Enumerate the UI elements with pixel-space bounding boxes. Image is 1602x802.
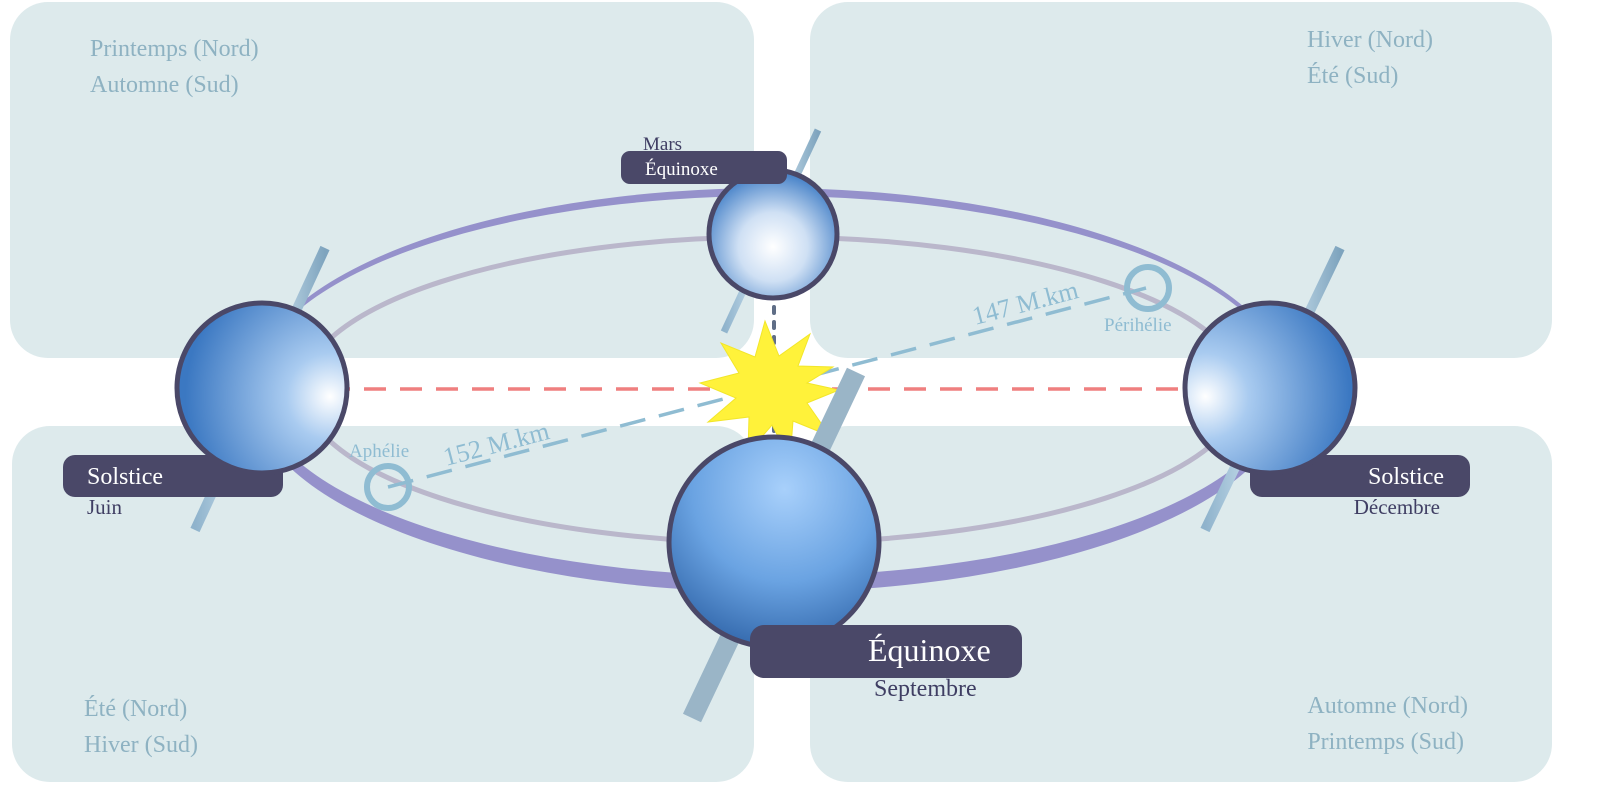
march-event-label: Équinoxe xyxy=(645,158,718,180)
perihelion-label: Périhélie xyxy=(1104,315,1172,336)
season-top-left-line2: Automne (Sud) xyxy=(90,72,239,98)
season-top-left-line1: Printemps (Nord) xyxy=(90,36,259,62)
season-top-right-line1: Hiver (Nord) xyxy=(1307,27,1433,53)
season-bottom-right-line1: Automne (Nord) xyxy=(1307,693,1468,719)
quadrant-bottom-right xyxy=(810,426,1552,782)
season-bottom-right-line2: Printemps (Sud) xyxy=(1307,729,1464,755)
apsis-line xyxy=(387,286,1147,489)
season-top-right-line2: Été (Sud) xyxy=(1307,63,1398,89)
sun-icon xyxy=(698,319,841,461)
december-earth xyxy=(1182,300,1358,476)
september-earth xyxy=(666,434,882,650)
quadrant-top-left xyxy=(10,2,754,358)
aphelion-label: Aphélie xyxy=(349,441,409,462)
september-event-label: Équinoxe xyxy=(868,632,991,668)
september-label-box xyxy=(750,625,1022,678)
march-earth xyxy=(706,167,840,301)
june-month-label: Juin xyxy=(87,495,123,519)
december-month-label: Décembre xyxy=(1354,495,1440,519)
september-month-label: Septembre xyxy=(874,676,977,702)
season-bottom-left-line2: Hiver (Sud) xyxy=(84,732,198,758)
march-month-label: Mars xyxy=(643,134,682,155)
march-label-box xyxy=(621,151,787,184)
june-event-label: Solstice xyxy=(87,464,163,490)
december-event-label: Solstice xyxy=(1368,464,1444,490)
aphelion-marker xyxy=(364,463,412,511)
perihelion-marker xyxy=(1124,264,1172,312)
june-earth xyxy=(174,300,350,476)
quadrant-top-right xyxy=(810,2,1552,358)
season-bottom-left-line1: Été (Nord) xyxy=(84,696,187,722)
